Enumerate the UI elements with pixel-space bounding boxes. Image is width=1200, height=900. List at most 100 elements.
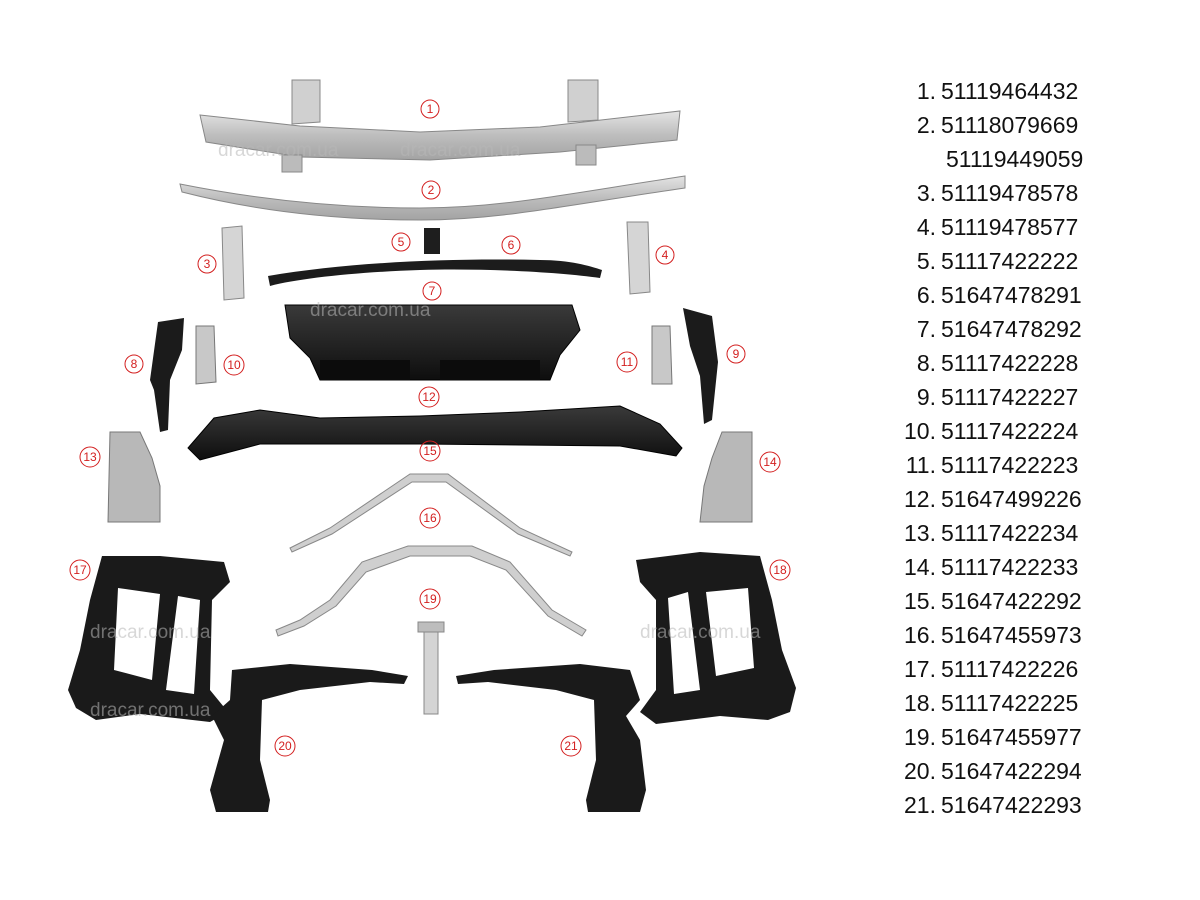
- callout-label: 4: [662, 248, 669, 262]
- part-number: 18.: [904, 690, 936, 716]
- part-number: 15.: [904, 588, 936, 614]
- part-list-row: 3.51119478578: [896, 176, 1196, 210]
- callout-7: 7: [422, 281, 442, 301]
- callout-10: 10: [223, 354, 245, 376]
- part-number: 1.: [916, 78, 936, 104]
- part-number: 20.: [904, 758, 936, 784]
- callout-1: 1: [420, 99, 440, 119]
- part-7-lock-carrier: [284, 304, 581, 381]
- callout-label: 10: [227, 358, 241, 372]
- callout-label: 6: [508, 238, 515, 252]
- callout-4: 4: [655, 245, 675, 265]
- part-4-bracket-right: [626, 221, 651, 295]
- part-2-crossbar: [179, 175, 686, 221]
- part-list-row: 8.51117422228: [896, 346, 1196, 380]
- callout-label: 13: [83, 450, 97, 464]
- part-number: 8.: [916, 350, 936, 376]
- part-16-brace: [289, 473, 573, 557]
- part-code: 51647455973: [941, 622, 1082, 648]
- callout-label: 18: [773, 563, 787, 577]
- watermark: dracar.com.ua: [90, 700, 211, 721]
- callout-14: 14: [759, 451, 781, 473]
- callout-label: 19: [423, 592, 437, 606]
- part-code: 51647478292: [941, 316, 1082, 342]
- part-12-lower-crossmember: [187, 405, 683, 461]
- part-list-row: 11.51117422223: [896, 448, 1196, 482]
- part-8-bracket-left: [150, 318, 184, 432]
- part-code: 51117422222: [941, 248, 1079, 274]
- part-21-support-right: [456, 664, 646, 812]
- part-number: 3.: [916, 180, 936, 206]
- part-number: 5.: [916, 248, 936, 274]
- part-list-row: 13.51117422234: [896, 516, 1196, 550]
- callout-9: 9: [726, 344, 746, 364]
- part-list-row: 21.51647422293: [896, 788, 1196, 822]
- part-code: 51117422233: [941, 554, 1079, 580]
- part-list-row: 20.51647422294: [896, 754, 1196, 788]
- watermarks: dracar.com.ua dracar.com.ua dracar.com.u…: [90, 140, 761, 721]
- callout-19: 19: [419, 588, 441, 610]
- part-18-headlamp-carrier-right: [636, 552, 796, 724]
- part-code: 51117422227: [941, 384, 1079, 410]
- part-code: 51117422226: [941, 656, 1079, 682]
- part-number: 19.: [904, 724, 936, 750]
- callout-label: 2: [428, 183, 435, 197]
- part-code: 51119478578: [941, 180, 1079, 206]
- callout-label: 20: [278, 739, 292, 753]
- part-list-row: 7.51647478292: [896, 312, 1196, 346]
- part-code: 51119464432: [941, 78, 1079, 104]
- callout-6: 6: [501, 235, 521, 255]
- watermark: dracar.com.ua: [90, 622, 211, 643]
- callouts: 1 2 3 4 5 6 7 8 9 10 11 12 13 14 15 16 1…: [69, 99, 791, 757]
- part-number: 12.: [904, 486, 936, 512]
- callout-16: 16: [419, 507, 441, 529]
- part-list-row: 18.51117422225: [896, 686, 1196, 720]
- callout-label: 1: [427, 102, 434, 116]
- part-list-row: 5.51117422222: [896, 244, 1196, 278]
- callout-5: 5: [391, 232, 411, 252]
- callout-label: 15: [423, 444, 437, 458]
- part-list-row: 10.51117422224: [896, 414, 1196, 448]
- part-list-row: 6.51647478291: [896, 278, 1196, 312]
- part-code: 51647422294: [941, 758, 1082, 784]
- part-17-headlamp-carrier-left: [68, 556, 230, 722]
- watermark: dracar.com.ua: [400, 140, 521, 161]
- part-13-mount-left: [107, 431, 161, 523]
- part-code: 51119449059: [946, 146, 1084, 172]
- part-number: 7.: [916, 316, 936, 342]
- part-code: 51117422228: [941, 350, 1079, 376]
- part-number: 11.: [905, 452, 936, 478]
- callout-11: 11: [616, 351, 638, 373]
- callout-label: 5: [398, 235, 405, 249]
- callout-8: 8: [124, 354, 144, 374]
- watermark: dracar.com.ua: [310, 300, 431, 321]
- part-code: 51119478577: [941, 214, 1079, 240]
- part-10-small-bracket-left: [195, 325, 217, 385]
- part-code: 51117422225: [941, 690, 1079, 716]
- part-6-upper-strip: [268, 259, 602, 286]
- part-number: 14.: [904, 554, 936, 580]
- part-9-bracket-right: [683, 308, 718, 424]
- callout-3: 3: [197, 254, 217, 274]
- callout-2: 2: [421, 180, 441, 200]
- part-number: 10.: [904, 418, 936, 444]
- part-5-clip: [424, 228, 440, 254]
- part-code: 51117422224: [941, 418, 1079, 444]
- part-code: 51117422223: [941, 452, 1079, 478]
- watermark: dracar.com.ua: [218, 140, 339, 161]
- callout-15: 15: [419, 440, 441, 462]
- callout-label: 21: [564, 739, 578, 753]
- callout-20: 20: [274, 735, 296, 757]
- part-number: 21.: [904, 792, 936, 818]
- part-number: 17.: [904, 656, 936, 682]
- part-code: 51647455977: [941, 724, 1082, 750]
- parts-diagram: dracar.com.ua dracar.com.ua dracar.com.u…: [68, 79, 796, 812]
- part-11-small-bracket-right: [651, 325, 673, 385]
- part-list-row: 16.51647455973: [896, 618, 1196, 652]
- callout-label: 9: [733, 347, 740, 361]
- part-list-row: 51119449059: [896, 142, 1196, 176]
- callout-13: 13: [79, 446, 101, 468]
- part-number: 9.: [916, 384, 936, 410]
- part-list-row: 1.51119464432: [896, 74, 1196, 108]
- callout-label: 12: [422, 390, 436, 404]
